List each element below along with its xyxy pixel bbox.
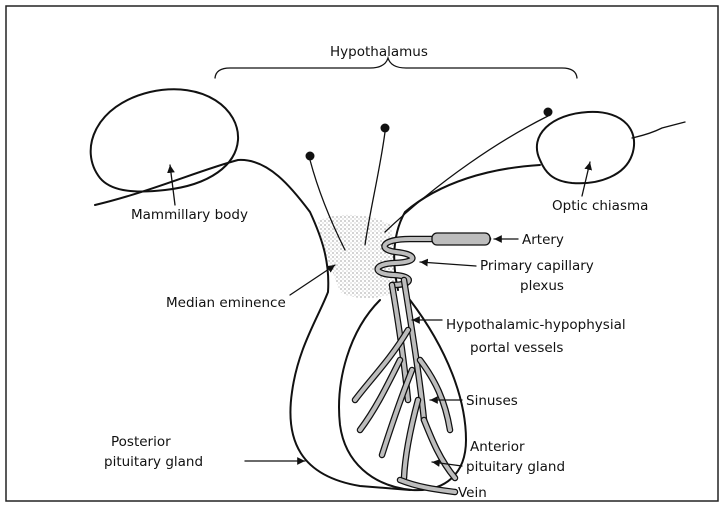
label-anterior-1: Anterior [470, 439, 525, 455]
mammillary-body-shape [91, 89, 238, 191]
arrow-mammillary [170, 165, 175, 205]
median-eminence-stipple [318, 215, 396, 298]
neuron-cell-body-2 [381, 124, 390, 133]
hypothalamus-bracket [215, 58, 577, 78]
label-median-eminence: Median eminence [166, 295, 286, 311]
label-anterior-2: pituitary gland [466, 459, 565, 475]
neuron-cell-body-3 [544, 108, 553, 117]
neuron-cell-body-1 [306, 152, 315, 161]
neuron-axon-3 [385, 116, 548, 232]
optic-nerve-line [632, 122, 685, 138]
label-artery: Artery [522, 232, 564, 248]
label-vein: Vein [458, 485, 487, 501]
arrow-optic-chiasma [582, 162, 590, 196]
artery-vessel [432, 233, 490, 245]
label-sinuses: Sinuses [466, 393, 518, 409]
label-posterior-2: pituitary gland [104, 454, 203, 470]
optic-chiasma-shape [537, 112, 634, 183]
label-hypothalamus: Hypothalamus [330, 44, 428, 60]
label-primary-capillary-1: Primary capillary [480, 258, 594, 274]
label-portal-vessels-2: portal vessels [470, 340, 563, 356]
label-optic-chiasma: Optic chiasma [552, 198, 648, 214]
arrow-capillary-plexus [420, 262, 476, 266]
label-mammillary-body: Mammillary body [131, 207, 248, 223]
label-primary-capillary-2: plexus [520, 278, 564, 294]
label-posterior-1: Posterior [111, 434, 171, 450]
label-portal-vessels-1: Hypothalamic-hypophysial [446, 317, 626, 333]
